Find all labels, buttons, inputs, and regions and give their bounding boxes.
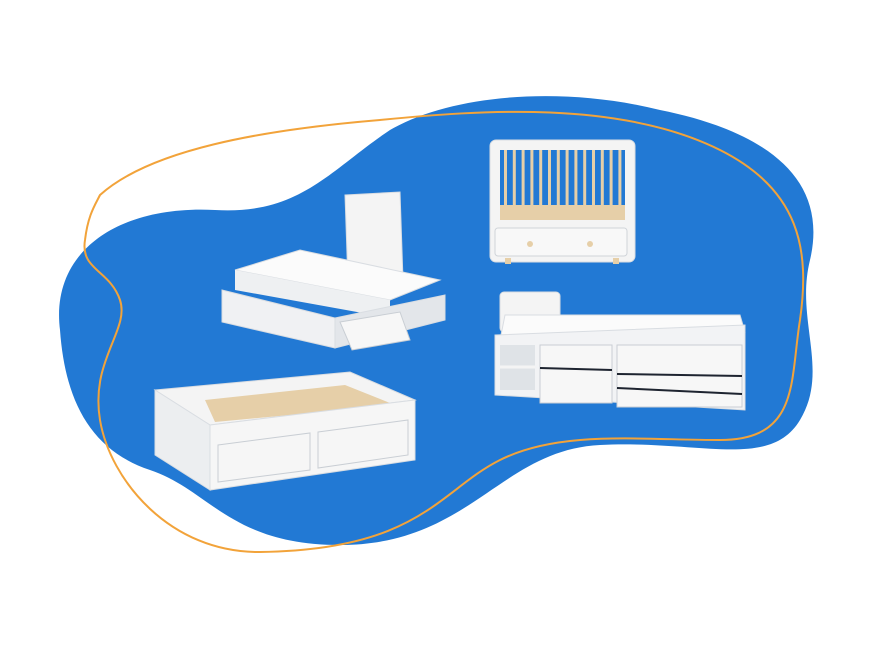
- crib-slat: [592, 150, 595, 212]
- crib-slat: [600, 150, 604, 212]
- single-bed-with-storage-drawers: [221, 191, 446, 351]
- crib-slat: [583, 150, 587, 212]
- crib-slat: [530, 150, 534, 212]
- crib-slats: [504, 150, 622, 212]
- day-bed-with-slats-and-drawers: [153, 371, 417, 491]
- orange-outline-loop: [83, 110, 805, 554]
- crib-slat: [512, 150, 516, 212]
- crib-slat: [521, 150, 525, 212]
- crib-slat: [548, 150, 551, 212]
- crib-slat: [609, 150, 613, 212]
- crib-slat: [504, 150, 507, 212]
- crib-slat: [574, 150, 578, 212]
- baby-crib-with-drawer: [489, 139, 636, 264]
- crib-slat: [565, 150, 569, 212]
- crib-slat: [556, 150, 560, 212]
- storage-bed-with-shelves-and-drawers: [494, 291, 746, 411]
- crib-slat: [618, 150, 622, 212]
- crib-slat: [539, 150, 543, 212]
